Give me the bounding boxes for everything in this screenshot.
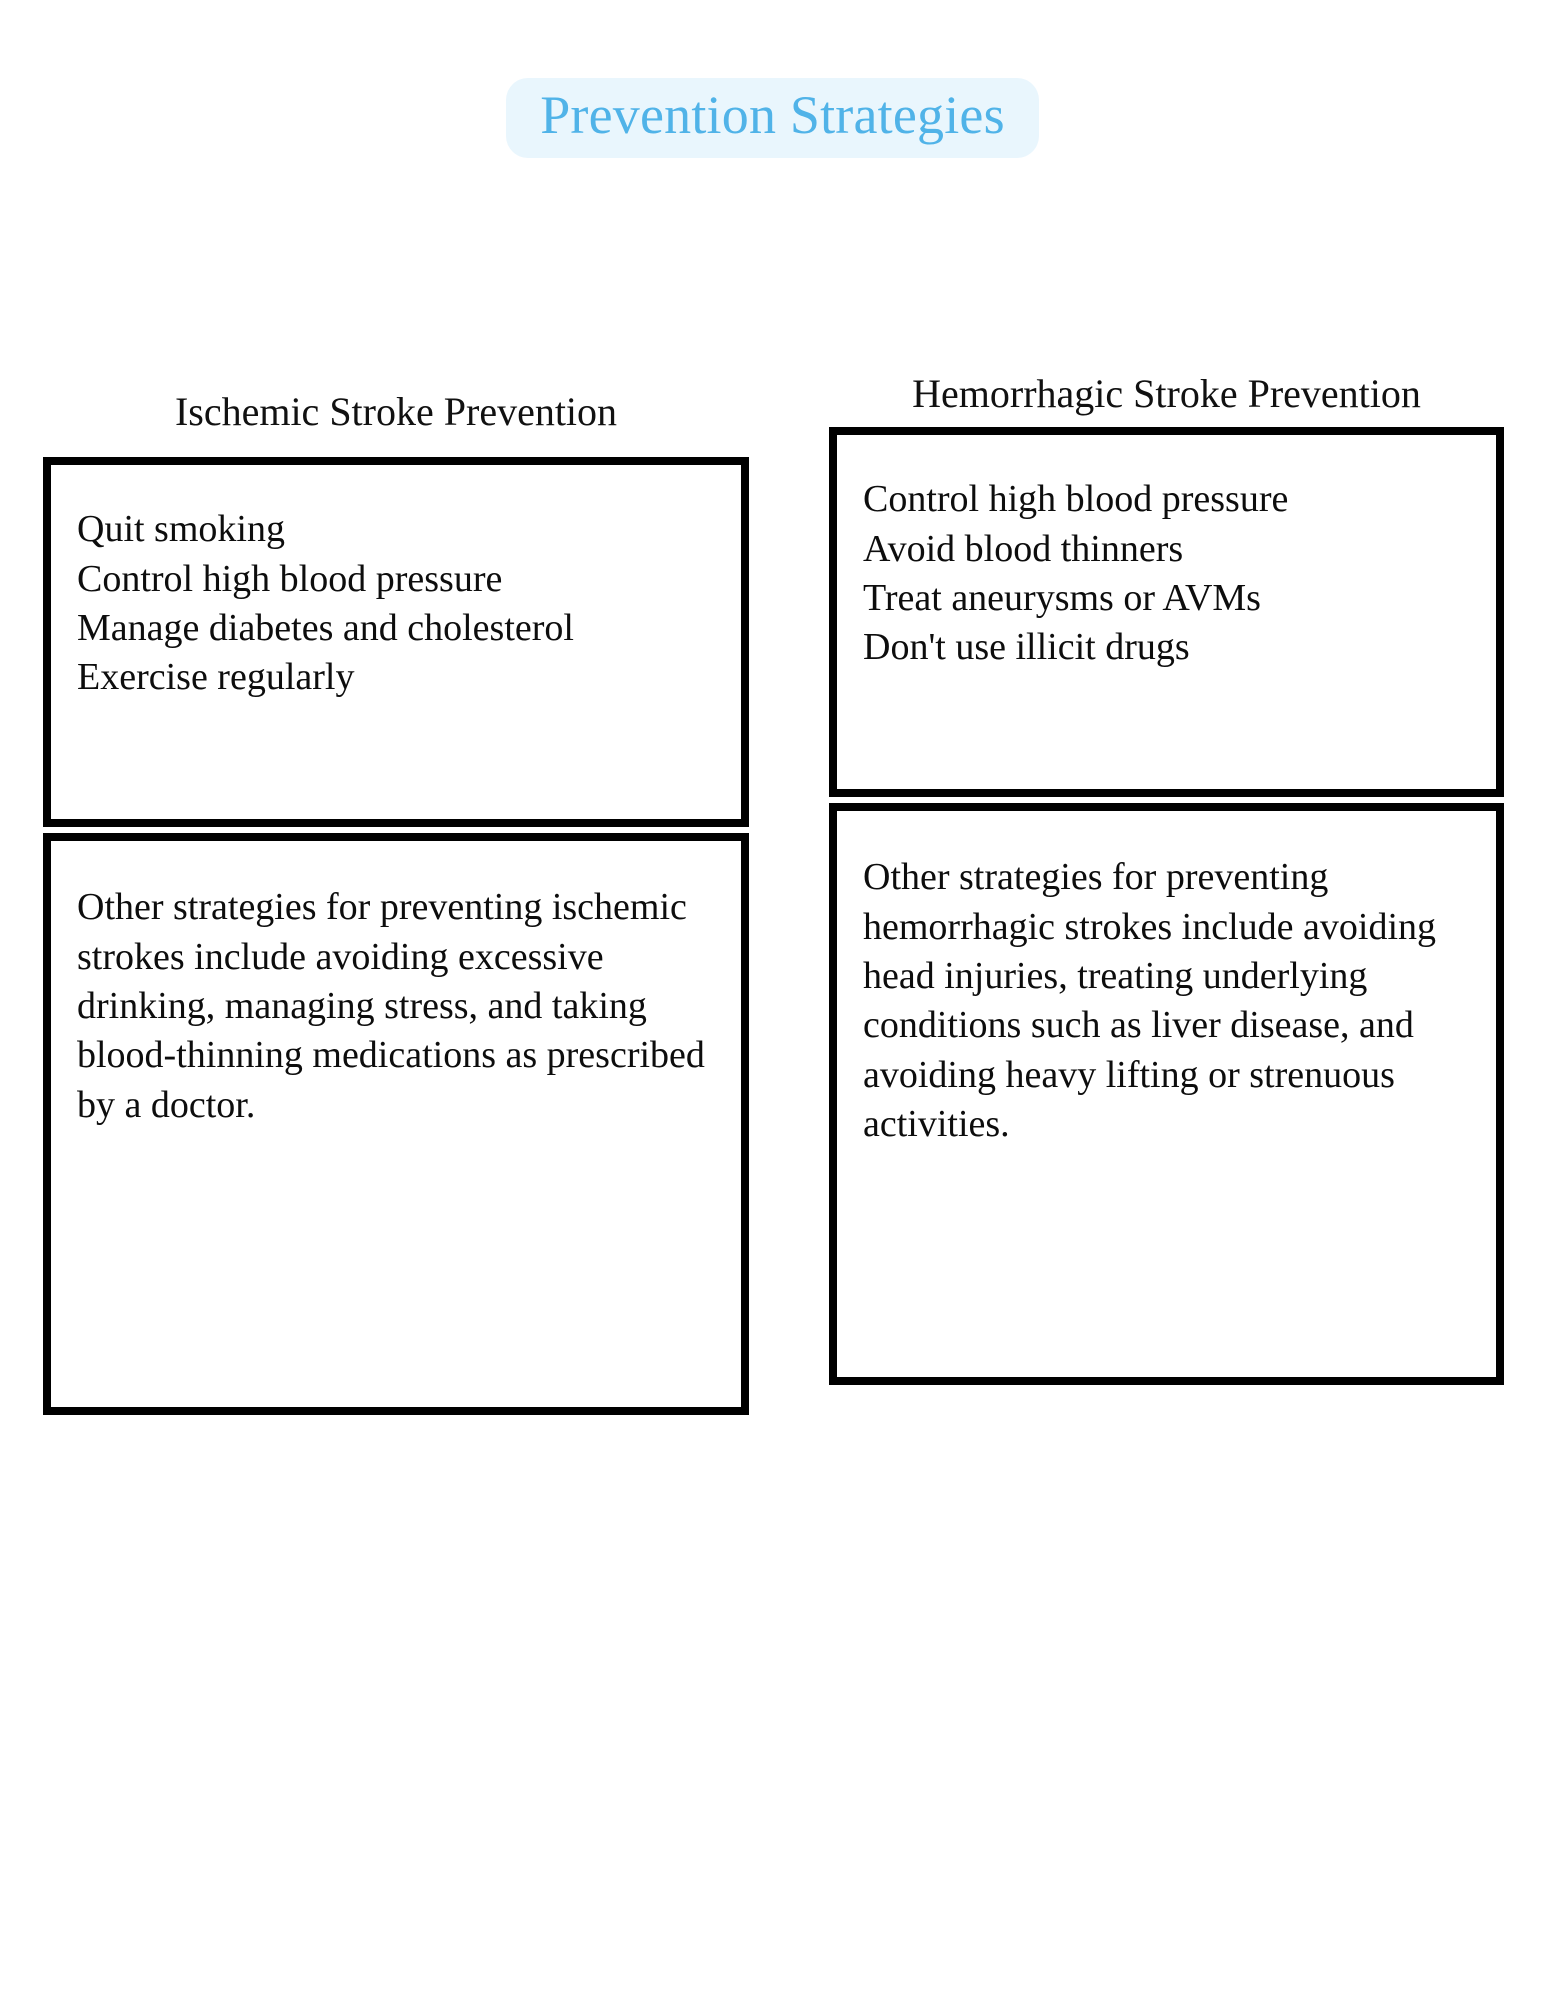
page-title: Prevention Strategies: [506, 78, 1039, 158]
list-item: Manage diabetes and cholesterol: [77, 606, 574, 649]
list-item: Exercise regularly: [77, 656, 355, 699]
ischemic-other-strategies-text: Other strategies for preventing ischemic…: [77, 886, 705, 1126]
cell-ischemic-list: Quit smoking Control high blood pressure…: [43, 457, 749, 828]
cell-ischemic-paragraph: Other strategies for preventing ischemic…: [43, 833, 749, 1416]
hemorrhagic-other-strategies-text: Other strategies for preventing hemorrha…: [863, 856, 1437, 1146]
column-ischemic: Ischemic Stroke Prevention Quit smoking …: [43, 370, 749, 1416]
hemorrhagic-prevention-list: Control high blood pressure Avoid blood …: [863, 475, 1470, 673]
cell-hemorrhagic-list: Control high blood pressure Avoid blood …: [829, 427, 1504, 798]
page-title-container: Prevention Strategies: [0, 0, 1545, 158]
cell-ischemic-paragraph-inner: Other strategies for preventing ischemic…: [51, 841, 741, 1204]
cell-ischemic-list-inner: Quit smoking Control high blood pressure…: [51, 465, 741, 741]
column-hemorrhagic: Hemorrhagic Stroke Prevention Control hi…: [829, 370, 1504, 1386]
list-item: Treat aneurysms or AVMs: [863, 576, 1261, 619]
list-item: Quit smoking: [77, 508, 285, 551]
list-item: Control high blood pressure: [863, 478, 1289, 521]
column-header-hemorrhagic: Hemorrhagic Stroke Prevention: [912, 371, 1421, 416]
list-item: Avoid blood thinners: [863, 527, 1184, 570]
comparison-columns: Ischemic Stroke Prevention Quit smoking …: [0, 370, 1545, 1570]
ischemic-prevention-list: Quit smoking Control high blood pressure…: [77, 505, 715, 703]
list-item: Don't use illicit drugs: [863, 626, 1190, 669]
cell-hemorrhagic-paragraph: Other strategies for preventing hemorrha…: [829, 803, 1504, 1386]
cell-hemorrhagic-list-inner: Control high blood pressure Avoid blood …: [837, 435, 1496, 711]
column-header-ischemic: Ischemic Stroke Prevention: [174, 389, 618, 434]
cell-hemorrhagic-paragraph-inner: Other strategies for preventing hemorrha…: [837, 811, 1496, 1223]
list-item: Control high blood pressure: [77, 557, 503, 600]
